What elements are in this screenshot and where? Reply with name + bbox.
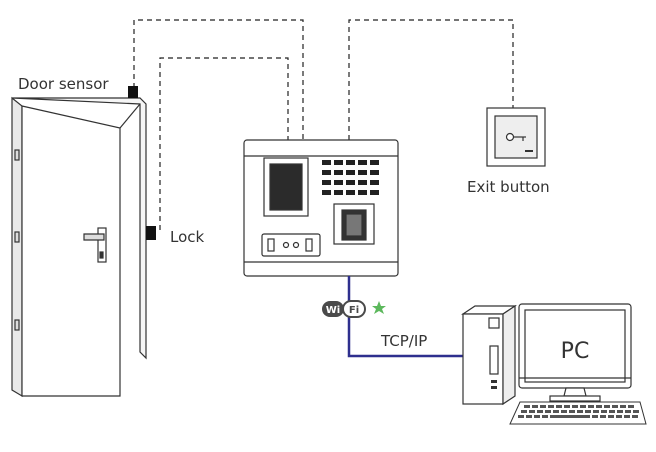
terminal-led-1 [282, 241, 290, 249]
tower-port-1 [491, 380, 497, 383]
tower-drive [488, 317, 500, 329]
lock-block [146, 226, 156, 240]
door-handle-plate [97, 227, 107, 263]
wifi-badge-icon: Wi Fi [322, 300, 386, 318]
fingerprint-window [345, 213, 363, 237]
monitor-screen [524, 309, 626, 383]
door-keyhole [99, 251, 104, 259]
door-edge [119, 103, 141, 129]
door-sensor-wire [133, 19, 304, 140]
exit-button-label-bar [525, 150, 533, 152]
pc-label: PC [561, 339, 590, 364]
terminal-indicator-left [267, 238, 275, 252]
door-icon [11, 96, 147, 398]
exit-button-icon [486, 107, 546, 167]
door-hinge-mid [14, 231, 20, 243]
wifi-badge-text-right: Fi [349, 305, 359, 316]
lock-label: Lock [170, 228, 205, 246]
access-control-terminal-icon [243, 139, 399, 277]
door-hinge-top [14, 149, 20, 161]
door-leaf-side [11, 96, 23, 398]
wifi-badge-text-left: Wi [326, 305, 340, 316]
exit-button-key-ring [505, 132, 515, 142]
dashed-wiring [133, 19, 514, 230]
terminal-indicator-right [305, 238, 313, 252]
door-sensor-label: Door sensor [18, 75, 109, 93]
door-sensor-block [128, 86, 138, 98]
monitor-base [549, 395, 601, 402]
terminal-led-2 [292, 241, 300, 249]
door-hinge-bottom [14, 319, 20, 331]
monitor-icon [518, 303, 632, 402]
wifi-badge-left [322, 301, 344, 317]
tower-port-2 [491, 386, 497, 389]
monitor-neck [563, 387, 587, 397]
wifi-star-icon [372, 301, 386, 314]
door-handle [83, 233, 105, 241]
terminal-screen [269, 163, 303, 211]
exit-button-label: Exit button [467, 178, 550, 196]
terminal-keypad [322, 160, 379, 195]
keyboard-keys [518, 405, 639, 418]
exit-button-wire [348, 19, 514, 140]
lock-wire [159, 57, 289, 230]
tcp-ip-label: TCP/IP [380, 332, 427, 350]
keyboard-icon [509, 401, 647, 425]
wifi-badge-right [342, 300, 366, 318]
tower-panel [489, 345, 499, 375]
tower-side [502, 304, 516, 406]
door-leaf [21, 105, 121, 397]
desktop-computer-icon [461, 304, 517, 406]
